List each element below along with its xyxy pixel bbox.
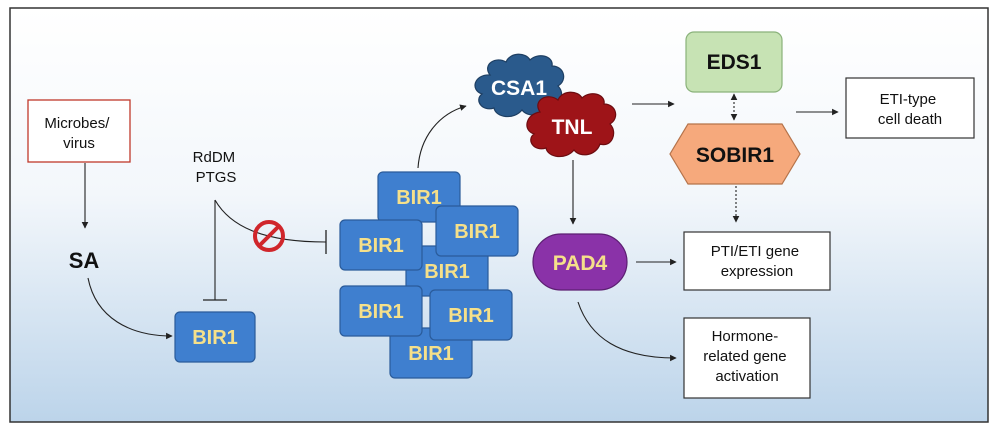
bir1-cluster-label: BIR1 — [454, 221, 500, 243]
tnl-label: TNL — [552, 116, 593, 139]
bir1-cluster-label: BIR1 — [448, 305, 494, 327]
arrow-cluster-csa1 — [417, 104, 467, 169]
microbes-node: Microbes/ virus — [27, 99, 131, 163]
eds1-node: EDS1 — [685, 31, 783, 93]
tnl-node: TNL — [526, 91, 617, 158]
pti-eti-label: PTI/ETI gene expression — [711, 243, 804, 280]
hormone-label: Hormone- related gene activation — [703, 328, 791, 385]
pad4-label: PAD4 — [553, 252, 608, 275]
eds1-label: EDS1 — [707, 51, 762, 74]
bir1-single-label: BIR1 — [192, 327, 238, 349]
arrow-pad4-hormone — [577, 301, 677, 362]
sobir1-node: SOBIR1 — [669, 123, 801, 185]
sobir1-label: SOBIR1 — [696, 144, 775, 167]
microbes-label: Microbes/ virus — [44, 115, 113, 152]
bir1-cluster-label: BIR1 — [358, 301, 404, 323]
prohibit-icon — [253, 220, 285, 252]
bir1-cluster-block: BIR1 — [435, 205, 519, 257]
bir1-cluster-label: BIR1 — [396, 187, 442, 209]
sa-label: SA — [69, 248, 100, 273]
bir1-cluster-label: BIR1 — [424, 261, 470, 283]
pti-eti-node: PTI/ETI gene expression — [683, 231, 831, 291]
bir1-cluster-block: BIR1 — [339, 219, 423, 271]
pad4-node: PAD4 — [532, 233, 628, 291]
bir1-cluster-block: BIR1 — [405, 245, 489, 297]
bir1-cluster-block: BIR1 — [429, 289, 513, 341]
bir1-cluster-label: BIR1 — [358, 235, 404, 257]
eti-death-label: ETI-type cell death — [878, 91, 942, 128]
hormone-node: Hormone- related gene activation — [683, 317, 811, 399]
csa1-label: CSA1 — [491, 77, 547, 100]
bir1-cluster-block: BIR1 — [339, 285, 423, 337]
eti-death-node: ETI-type cell death — [845, 77, 975, 139]
bir1-cluster-label: BIR1 — [408, 343, 454, 365]
rddm-ptgs-label: RdDM PTGS — [193, 149, 240, 186]
inhibit-rddm-cluster — [214, 199, 327, 243]
arrow-sa-bir1 — [87, 277, 173, 340]
bir1-single-node: BIR1 — [174, 311, 256, 363]
